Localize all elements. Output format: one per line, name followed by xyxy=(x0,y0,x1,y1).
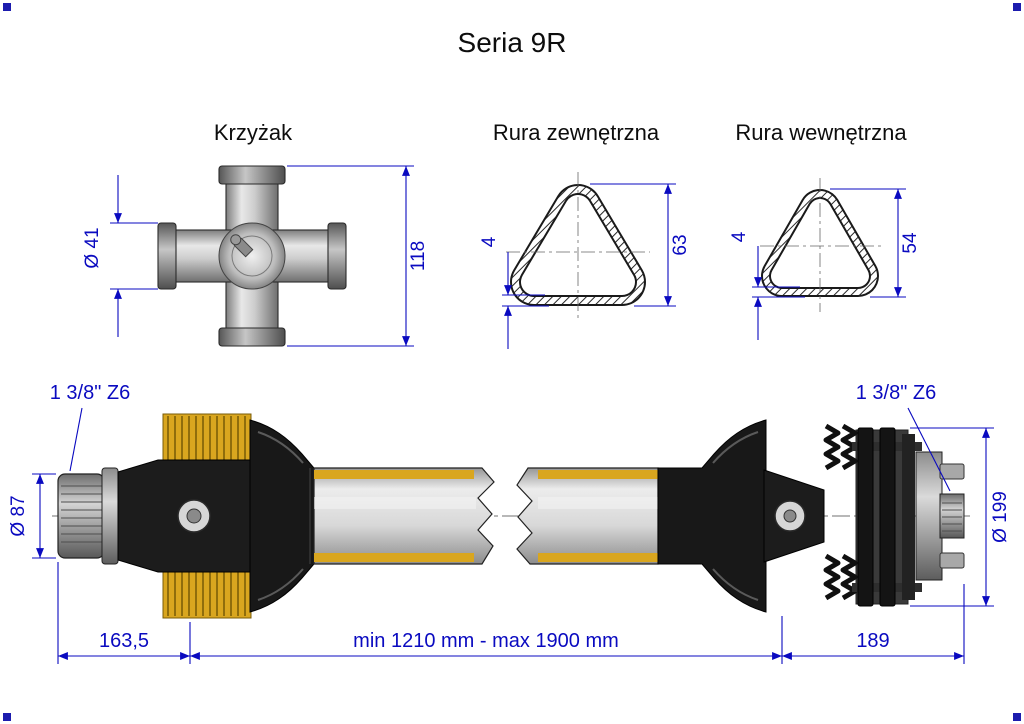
inner-tube-bore xyxy=(771,199,869,287)
corner-mark-top-left xyxy=(3,3,11,11)
dim-text-outer-size: 63 xyxy=(670,234,691,255)
tube-yellow-strip xyxy=(538,470,658,479)
dim-cross-height: 118 xyxy=(287,165,429,347)
cross-center-boss xyxy=(218,222,286,290)
inner-tube-view: Rura wewnętrzna 4 54 xyxy=(729,120,921,340)
clutch-hub xyxy=(915,451,943,581)
left-cross-bearing-center xyxy=(186,508,202,524)
left-splined-end xyxy=(57,467,119,565)
dim-text-cross-diameter: Ø 41 xyxy=(82,227,103,268)
cross-center-ring xyxy=(231,235,273,277)
dim-lengths: 163,5 min 1210 mm - max 1900 mm 189 xyxy=(57,562,965,664)
dim-text-inner-size: 54 xyxy=(900,232,921,254)
clutch-bolt xyxy=(939,552,965,569)
inner-guard-tube xyxy=(516,467,659,565)
left-yoke xyxy=(117,459,253,573)
page-title: Seria 9R xyxy=(458,27,567,58)
tube-yellow-strip xyxy=(538,553,658,562)
dim-cross-cap-diameter: Ø 41 xyxy=(82,175,158,337)
right-cross-bearing-center xyxy=(783,509,797,523)
right-guard-bell xyxy=(657,419,767,613)
clutch-plate xyxy=(902,434,915,600)
outer-guard-tube xyxy=(313,467,495,565)
cross-joint-view: Krzyżak Ø 41 118 xyxy=(82,120,429,347)
cross-cap-bottom xyxy=(218,327,286,347)
dim-inner-tube-size: 54 xyxy=(830,188,921,298)
outer-tube-view: Rura zewnętrzna 4 63 xyxy=(479,120,691,349)
clutch-plate xyxy=(857,427,874,607)
corner-mark-top-right xyxy=(1013,3,1021,11)
dim-text-clutch-diameter: Ø 199 xyxy=(990,491,1011,543)
tube-yellow-strip xyxy=(314,470,474,479)
inner-tube-label: Rura wewnętrzna xyxy=(735,120,907,145)
dim-text-telescopic-length: min 1210 mm - max 1900 mm xyxy=(353,630,619,652)
dim-outer-tube-wall: 4 xyxy=(479,236,549,349)
cross-cap-right xyxy=(327,222,347,290)
right-yoke xyxy=(763,469,825,563)
dim-text-inner-wall: 4 xyxy=(729,231,750,242)
dim-outer-tube-size: 63 xyxy=(590,183,691,307)
corner-mark-bottom-right xyxy=(1013,713,1021,721)
cross-joint-label: Krzyżak xyxy=(214,120,293,145)
cross-cap-top xyxy=(218,165,286,185)
dim-text-cross-height: 118 xyxy=(408,241,429,271)
cross-cap-left xyxy=(157,222,177,290)
shaft-assembly-view: 1 3/8" Z6 1 3/8" Z6 Ø 87 Ø 199 xyxy=(8,382,1011,664)
clutch-bolt xyxy=(939,463,965,480)
dim-text-shaft-end-diameter: Ø 87 xyxy=(8,495,29,536)
left-collar xyxy=(101,467,119,565)
dim-text-outer-wall: 4 xyxy=(479,236,500,247)
clutch-springs xyxy=(823,423,858,601)
clutch-plate xyxy=(879,427,896,607)
callout-spline-right: 1 3/8" Z6 xyxy=(856,382,951,492)
spline-left-label: 1 3/8" Z6 xyxy=(50,382,130,404)
dim-text-left-length: 163,5 xyxy=(99,630,149,652)
left-guard-bell xyxy=(249,419,315,613)
dim-shaft-end-diameter: Ø 87 xyxy=(8,473,56,559)
outer-tube-label: Rura zewnętrzna xyxy=(493,120,660,145)
grease-nipple-icon xyxy=(230,234,254,258)
dim-clutch-diameter: Ø 199 xyxy=(910,427,1011,607)
spline-right-label: 1 3/8" Z6 xyxy=(856,382,936,404)
callout-spline-left: 1 3/8" Z6 xyxy=(50,382,130,472)
friction-clutch xyxy=(823,423,965,607)
dim-text-right-length: 189 xyxy=(856,630,889,652)
corner-mark-bottom-left xyxy=(3,713,11,721)
dim-inner-tube-wall: 4 xyxy=(729,231,805,340)
tube-yellow-strip xyxy=(314,553,474,562)
